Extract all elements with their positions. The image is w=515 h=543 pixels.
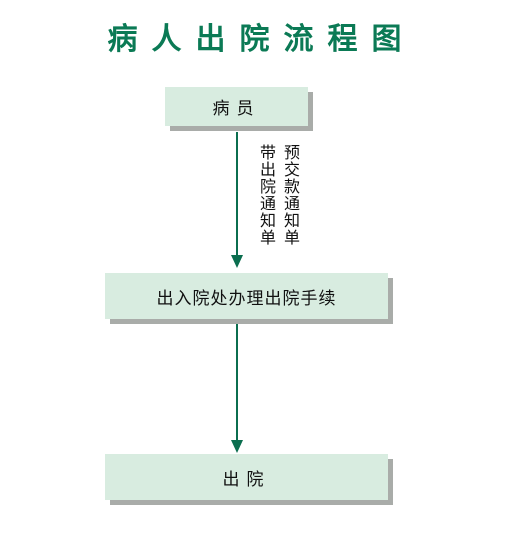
arrow-head-icon bbox=[231, 440, 243, 453]
node-discharge: 出院 bbox=[105, 454, 388, 500]
edge-note-discharge-notice: 带出院通知单 bbox=[257, 144, 276, 246]
node-admission-office-label: 出入院处办理出院手续 bbox=[156, 288, 337, 309]
node-patient: 病员 bbox=[165, 87, 308, 126]
edge-note-prepayment-notice: 预交款通知单 bbox=[281, 144, 300, 246]
node-patient-label: 病员 bbox=[212, 99, 261, 119]
arrow-process-to-discharge bbox=[236, 324, 238, 442]
diagram-title: 病人出院流程图 bbox=[107, 22, 416, 57]
arrow-patient-to-process bbox=[236, 132, 238, 256]
arrow-head-icon bbox=[231, 255, 243, 268]
node-discharge-label: 出院 bbox=[222, 469, 271, 490]
node-admission-office: 出入院处办理出院手续 bbox=[105, 273, 388, 319]
